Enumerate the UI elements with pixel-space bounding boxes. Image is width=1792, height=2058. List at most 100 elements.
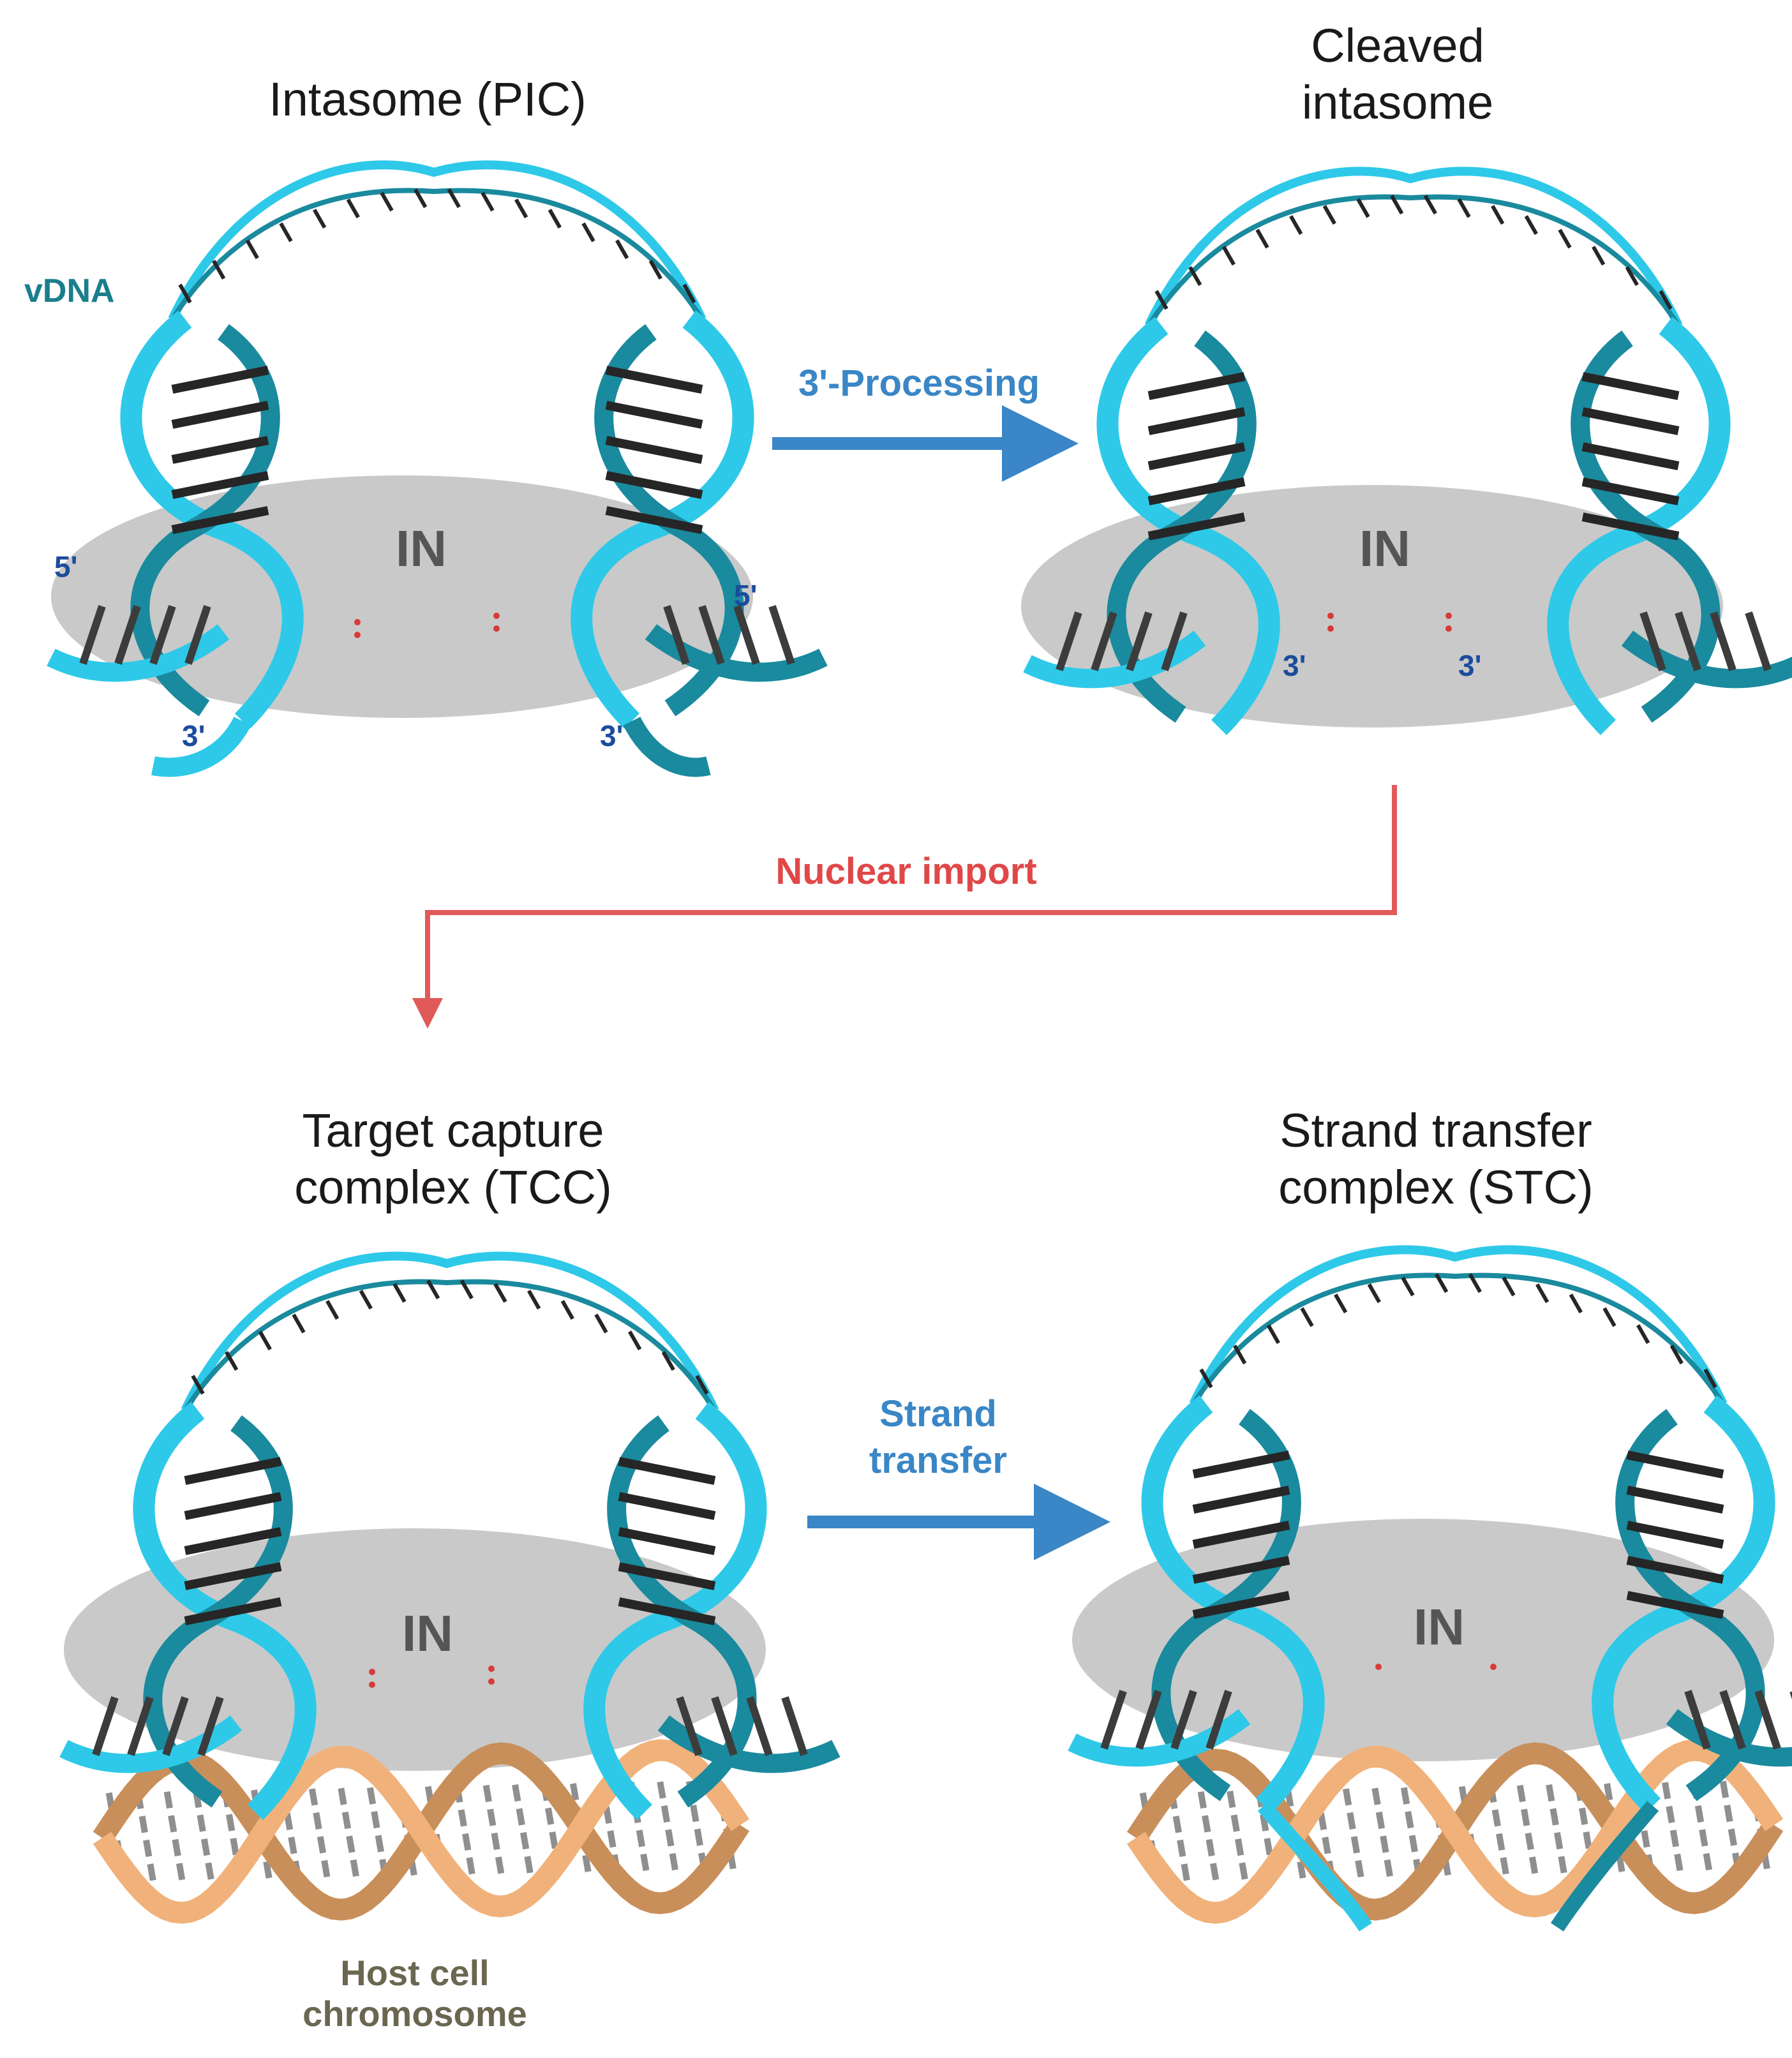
- nuclear-import-label: Nuclear import: [775, 851, 1037, 892]
- vdna-loop-base: [1558, 228, 1572, 249]
- vdna-top-strand-b: [1146, 194, 1681, 327]
- vdna-loop-base: [1636, 1324, 1650, 1345]
- vdna-loop-base: [359, 1290, 373, 1310]
- vdna-loop-base: [346, 198, 360, 219]
- vdna-loop-base: [1255, 228, 1269, 249]
- vdna-arm-base: [1626, 1450, 1724, 1479]
- host-base-pair: [366, 1787, 389, 1878]
- host-dna-stc: [1126, 1739, 1784, 1924]
- vdna-end-base: [711, 1696, 738, 1756]
- vdna-loop-base: [1669, 1345, 1684, 1365]
- host-base-pair: [163, 1791, 186, 1882]
- vdna-loop-base: [245, 239, 259, 260]
- tcc-in-label: IN: [402, 1605, 453, 1662]
- vdna-end-base: [127, 1696, 154, 1756]
- vdna-arm-base: [1192, 1521, 1290, 1549]
- vdna-loop-base: [628, 1331, 642, 1351]
- vdna-end-base: [1056, 611, 1082, 671]
- host-base-pair: [1604, 1783, 1625, 1874]
- vdna-end-base: [1639, 611, 1666, 671]
- vdna-arm-base: [184, 1562, 282, 1590]
- vdna-loop-base: [1502, 1276, 1516, 1297]
- vdna-arm-base: [171, 366, 269, 394]
- vdna-loop-base: [581, 222, 595, 242]
- vdna-loop-base: [459, 1279, 474, 1300]
- vdna-loop-base: [426, 1279, 440, 1300]
- pic-title: Intasome (PIC): [269, 73, 586, 126]
- vdna-arm-base: [1581, 512, 1680, 541]
- vdna-loop-base: [1390, 195, 1404, 215]
- host-strand-front: [93, 1739, 750, 1924]
- stc-in-label: IN: [1414, 1599, 1465, 1655]
- vdna-end-base: [768, 605, 795, 665]
- vdna-arm-base: [1147, 477, 1246, 505]
- vdna-loop-base: [1356, 198, 1370, 218]
- nuclear-import-arrow: [412, 785, 1397, 1029]
- vdna-right-end: [645, 624, 828, 682]
- vdna-loop-base: [1535, 1283, 1549, 1304]
- vdna-loop-base: [695, 1375, 709, 1395]
- vdna-loop-base: [1468, 1273, 1482, 1294]
- strand-transfer-label: Strand transfer: [869, 1393, 1007, 1481]
- vdna-tcc: [59, 1251, 840, 1821]
- host-base-pair: [1719, 1780, 1742, 1872]
- vdna-arm-base: [605, 506, 703, 534]
- vdna-loop-base: [414, 188, 428, 209]
- vdna-arm-base: [618, 1562, 716, 1590]
- vdna-right-end: [1666, 1709, 1792, 1767]
- vdna-arm-base: [618, 1492, 716, 1520]
- vdna-loop-base: [594, 1313, 608, 1334]
- vdna-loop-base: [1592, 246, 1606, 266]
- vdna-loop-base: [1221, 246, 1236, 266]
- vdna-end-base: [184, 605, 211, 665]
- vdna-end-base: [1754, 1690, 1781, 1750]
- vdna-left-overhang: [151, 716, 251, 777]
- vdna-end-base: [1675, 611, 1701, 671]
- vdna-arm-base: [1626, 1556, 1724, 1584]
- vdna-loop-base: [1188, 266, 1202, 287]
- vdna-left-strand-light: [133, 1401, 317, 1821]
- vdna-left-strand-light: [1141, 1395, 1325, 1814]
- vdna-end-base: [1710, 611, 1736, 671]
- vdna-loop-base: [560, 1300, 574, 1320]
- vdna-right-end: [657, 1715, 840, 1773]
- vdna-loop-base: [1435, 1273, 1449, 1294]
- vdna-left-strand-light: [120, 310, 304, 729]
- vdna-right-strand-light: [1547, 317, 1731, 736]
- vdna-arm-base: [184, 1492, 282, 1520]
- vdna-top-strand-a: [1144, 167, 1683, 328]
- host-base-pair: [1400, 1787, 1422, 1878]
- vdna-end-base: [676, 1696, 703, 1756]
- vdna-loop-base: [1659, 290, 1673, 310]
- vdna-arm-base: [618, 1457, 716, 1485]
- vdna-end-base: [1719, 1690, 1746, 1750]
- pic-in-label: IN: [396, 520, 447, 577]
- vdna-top-strand-b: [1191, 1272, 1726, 1406]
- vdna-end-base: [1684, 1690, 1711, 1750]
- vdna-loop-base: [191, 1375, 205, 1395]
- vdna-arm-base: [1581, 477, 1680, 505]
- vdna-end-base: [1161, 611, 1188, 671]
- vdna-loop-base: [258, 1331, 272, 1351]
- stc-title: Strand transfer complex (STC): [1278, 1104, 1594, 1214]
- vdna-left-end: [47, 624, 230, 682]
- vdna-loop-base: [1625, 266, 1639, 287]
- host-base-pair: [570, 1783, 592, 1874]
- host-base-pair: [135, 1791, 157, 1883]
- host-base-pair: [1227, 1790, 1249, 1881]
- vdna-label: vDNA: [24, 272, 115, 309]
- host-strand-front: [1126, 1739, 1784, 1924]
- host-base-pair: [1661, 1782, 1684, 1873]
- vdna-loop-base: [1154, 290, 1169, 310]
- vdna-loop-base: [1367, 1283, 1381, 1304]
- vdna-right-joined-strand: [1551, 1801, 1659, 1932]
- vdna-loop-base: [212, 260, 226, 280]
- vdna-right-strand-light: [1592, 1395, 1775, 1814]
- host-base-pair: [1516, 1784, 1539, 1875]
- vdna-loop-base: [1300, 1307, 1314, 1327]
- host-base-pair: [338, 1787, 360, 1879]
- host-base-pair: [657, 1781, 679, 1872]
- vdna-arm-base: [171, 436, 269, 464]
- vdna-top-strand-b: [183, 1279, 717, 1412]
- vdna-end-base: [1126, 611, 1153, 671]
